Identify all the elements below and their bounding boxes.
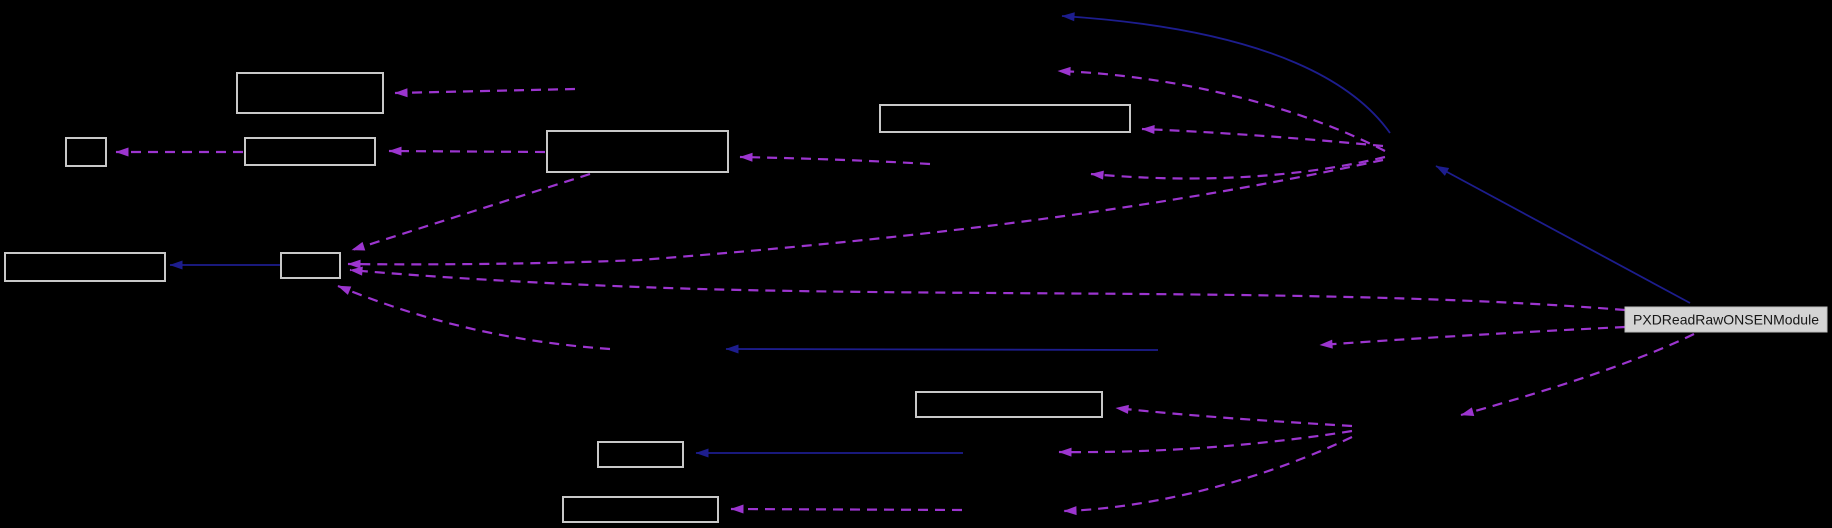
graph-node[interactable] <box>280 252 341 279</box>
usage-edge <box>1460 333 1695 417</box>
graph-node[interactable] <box>879 104 1131 133</box>
usage-edge <box>1319 325 1626 349</box>
graph-node[interactable] <box>597 441 684 468</box>
inheritance-edge <box>1435 165 1691 304</box>
usage-edge <box>1057 66 1386 152</box>
edges-layer <box>115 12 1695 516</box>
usage-edge <box>337 284 611 351</box>
usage-edge <box>1090 155 1386 180</box>
usage-edge <box>739 152 931 166</box>
graph-node[interactable] <box>915 391 1103 418</box>
graph-node[interactable] <box>65 137 107 167</box>
usage-edge <box>388 146 546 156</box>
graph-node[interactable] <box>562 496 719 523</box>
usage-edge <box>730 504 963 514</box>
graph-node[interactable] <box>244 137 376 166</box>
graph-node-label: PXDReadRawONSENModule <box>1633 312 1819 328</box>
graph-node[interactable] <box>4 252 166 282</box>
highlighted-graph-node[interactable] <box>1624 306 1828 333</box>
inheritance-edge <box>725 344 1159 354</box>
graph-node[interactable] <box>546 130 729 173</box>
usage-edge <box>1115 404 1353 428</box>
usage-edge <box>1058 429 1353 457</box>
usage-edge <box>351 172 591 252</box>
usage-edge <box>347 158 1384 269</box>
nodes-layer: PXDReadRawONSENModule <box>4 72 1828 523</box>
usage-edge <box>394 87 576 98</box>
usage-edge <box>349 266 1626 312</box>
graph-node[interactable] <box>236 72 384 114</box>
usage-edge <box>1141 125 1384 148</box>
inheritance-edge <box>1061 12 1391 134</box>
